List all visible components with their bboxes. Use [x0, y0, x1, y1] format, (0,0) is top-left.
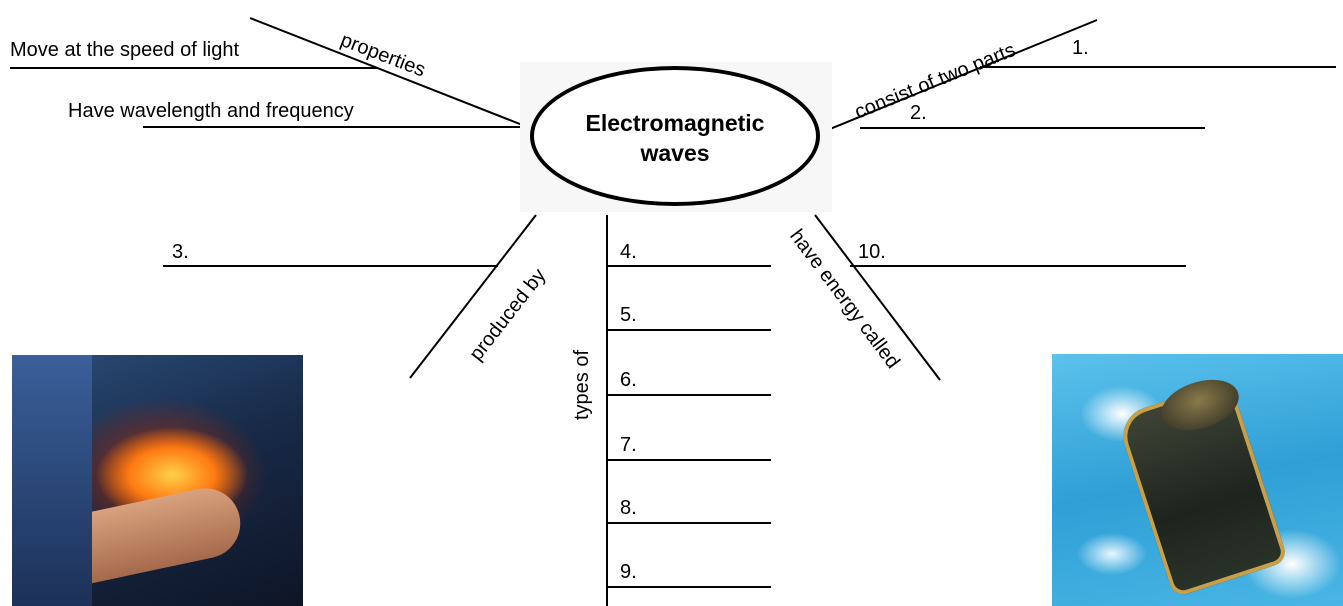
blank-7-label: 7.	[620, 434, 637, 456]
blank-8-label: 8.	[620, 497, 637, 519]
blank-1-label: 1.	[1072, 37, 1089, 59]
produced-by-diagonal-line	[409, 214, 537, 379]
center-title-line2: waves	[640, 140, 710, 166]
center-title-line1: Electromagnetic	[585, 110, 765, 136]
center-title: Electromagnetic waves	[530, 108, 820, 168]
satellite-photo	[1052, 354, 1343, 606]
blank-10-label: 10.	[858, 241, 886, 263]
blank-3-label: 3.	[172, 241, 189, 263]
properties-diagonal-line	[249, 17, 531, 129]
blank-2-label: 2.	[910, 102, 927, 124]
center-ellipse	[530, 66, 820, 206]
glowing-bulb-photo	[12, 355, 303, 606]
blank-4-label: 4.	[620, 241, 637, 263]
property-wavelength-frequency: Have wavelength and frequency	[68, 100, 354, 122]
blank-5-label: 5.	[620, 304, 637, 326]
consist-diagonal-line	[829, 19, 1098, 130]
connector-types-of: types of	[571, 349, 593, 420]
sleeve-shape	[12, 355, 92, 606]
blank-6-label: 6.	[620, 369, 637, 391]
blank-9-label: 9.	[620, 561, 637, 583]
property-speed-of-light: Move at the speed of light	[10, 39, 240, 61]
energy-diagonal-line	[814, 214, 941, 381]
